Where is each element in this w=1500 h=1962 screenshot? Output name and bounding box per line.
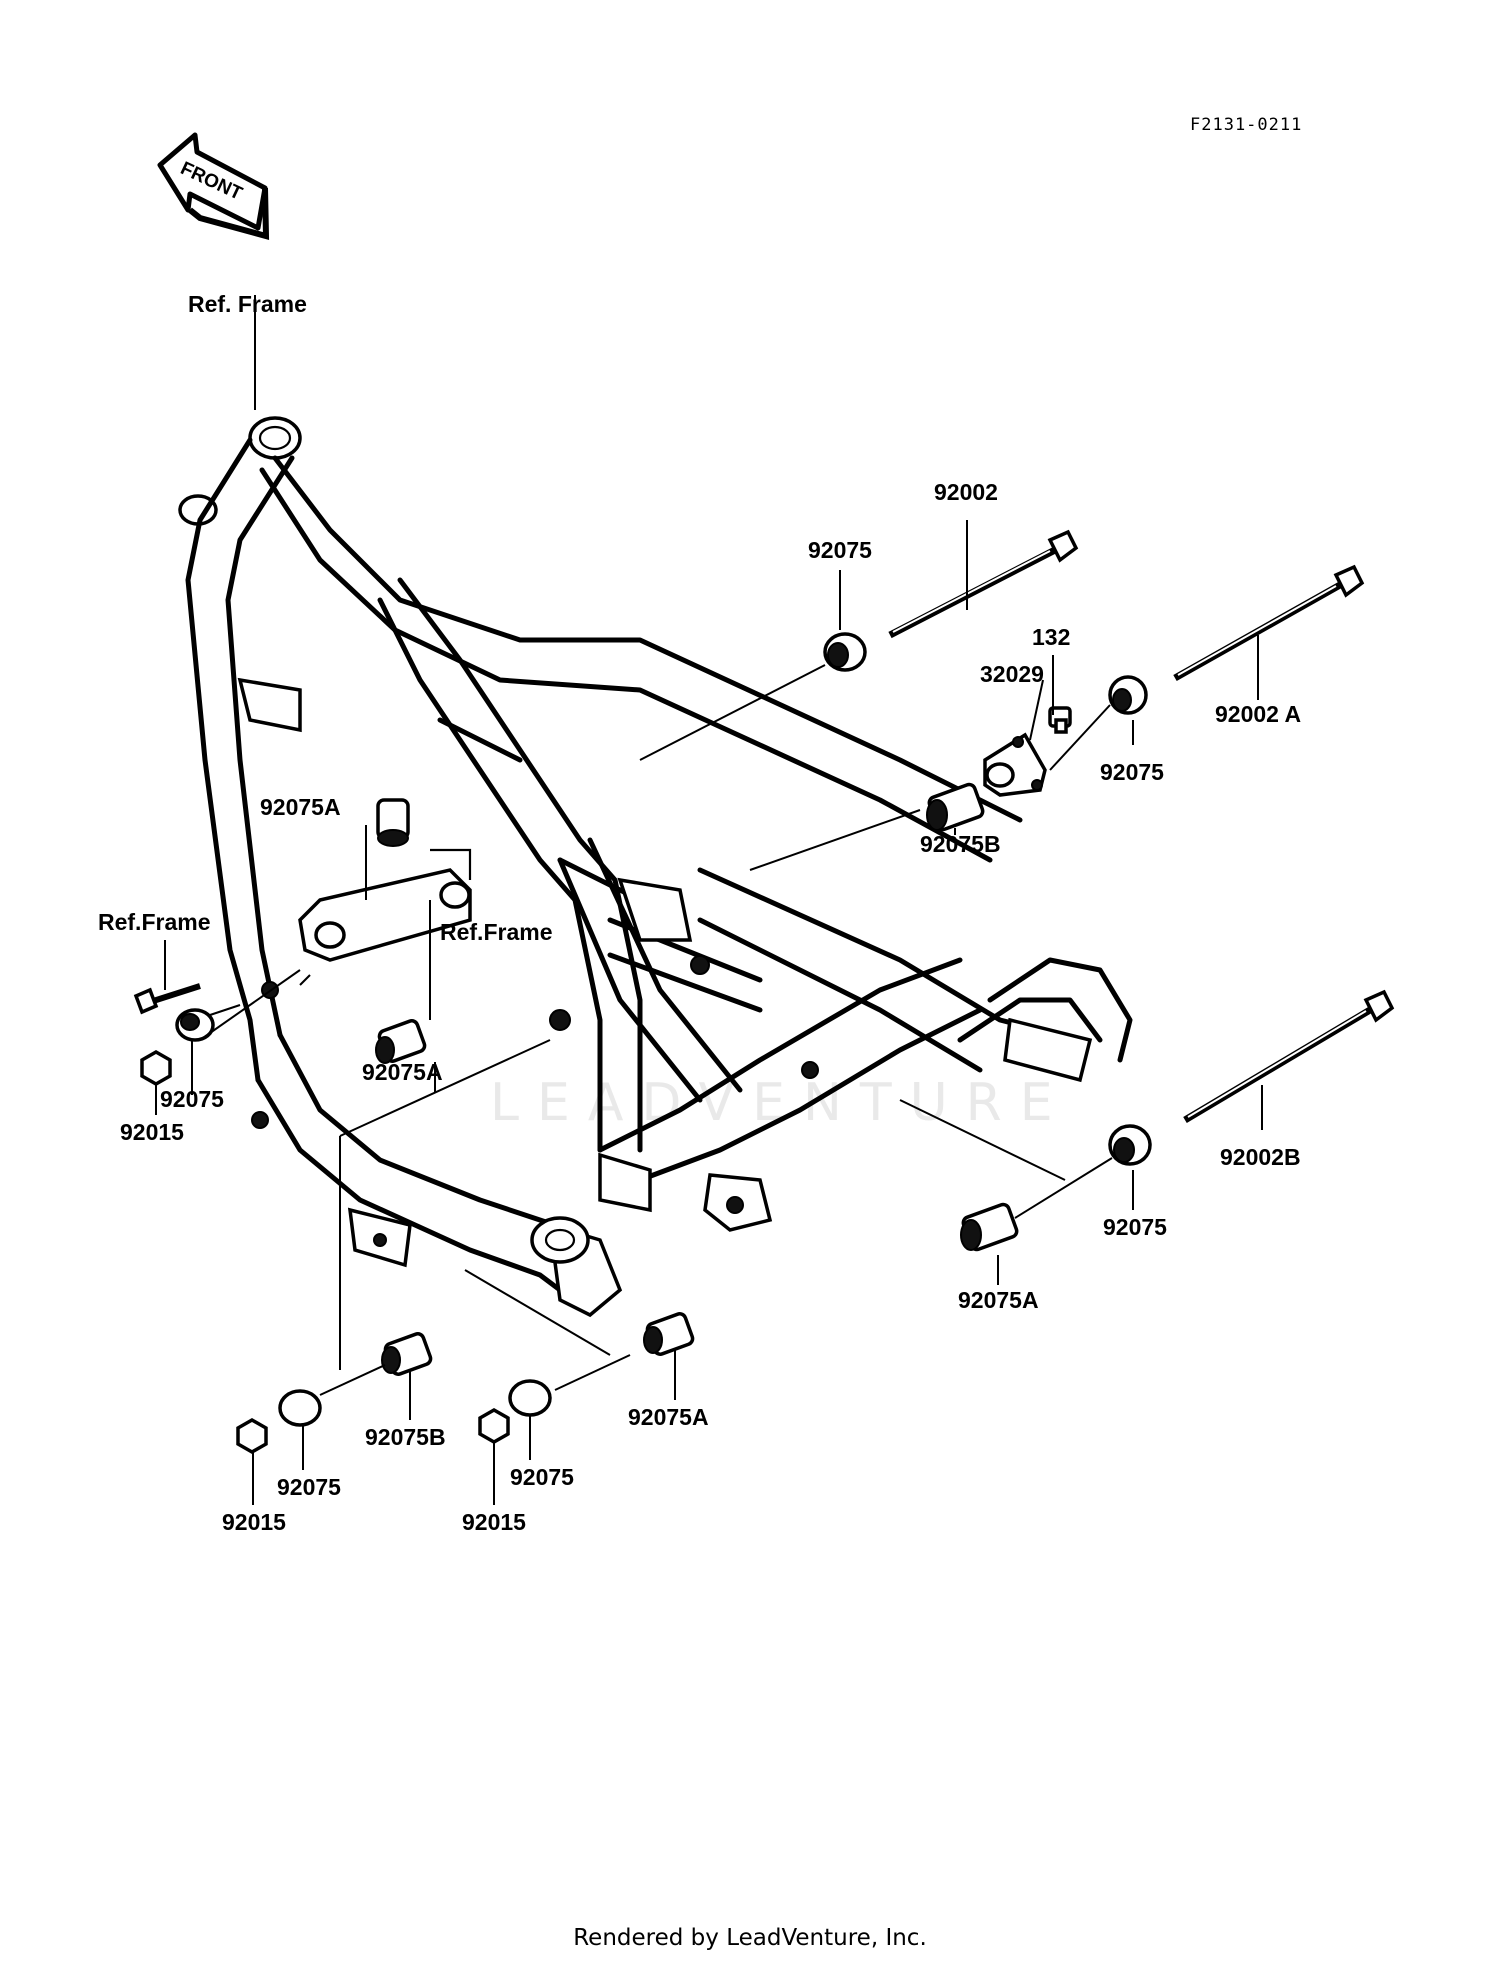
label-92075a-left-top: 92075A	[260, 794, 341, 820]
collar-92075-bottom-left[interactable]	[278, 1389, 322, 1427]
label-32029: 32029	[980, 661, 1044, 687]
nut-92015-bottom-mid[interactable]	[478, 1407, 510, 1445]
label-ref-frame-left: Ref.Frame	[98, 909, 210, 935]
collar-92075-right-mid[interactable]	[1108, 1124, 1152, 1166]
collar-92075-left[interactable]	[175, 1008, 215, 1042]
collar-92075-bottom-mid[interactable]	[508, 1379, 552, 1417]
nut-92015-bottom-left[interactable]	[236, 1417, 268, 1455]
front-arrow-icon: FRONT	[157, 132, 270, 240]
bolt-92002b[interactable]	[1183, 989, 1395, 1124]
bushing-92075b-top[interactable]	[926, 782, 985, 832]
label-92015-bottom-mid: 92015	[462, 1509, 526, 1535]
bushing-92075a-left-mid[interactable]	[375, 1019, 427, 1064]
label-92015-bottom-left: 92015	[222, 1509, 286, 1535]
label-92075a-right: 92075A	[958, 1287, 1039, 1313]
diagram-code: F2131-0211	[1190, 115, 1302, 135]
label-92075-top: 92075	[808, 537, 872, 563]
label-132: 132	[1032, 624, 1070, 650]
bolt-132[interactable]	[1048, 706, 1072, 734]
bolt-left-ref-frame[interactable]	[133, 983, 201, 1015]
leader-lines	[155, 295, 1263, 1505]
label-92075-right-mid: 92075	[1103, 1214, 1167, 1240]
label-92075-bottom-mid: 92075	[510, 1464, 574, 1490]
frame-drawing	[178, 416, 1133, 1318]
bolt-92002a[interactable]	[1173, 564, 1365, 682]
label-92075a-bottom: 92075A	[628, 1404, 709, 1430]
watermark: LEADVENTURE	[490, 1073, 1071, 1133]
label-92075-right-top: 92075	[1100, 759, 1164, 785]
label-92075a-left-mid: 92075A	[362, 1059, 443, 1085]
label-ref-frame-mid: Ref.Frame	[440, 919, 552, 945]
nut-92015-left[interactable]	[140, 1049, 172, 1087]
collar-92075-right-top[interactable]	[1108, 675, 1148, 715]
label-92075-bottom-left: 92075	[277, 1474, 341, 1500]
label-ref-frame-top: Ref. Frame	[188, 291, 307, 317]
label-92075b-bottom: 92075B	[365, 1424, 446, 1450]
collar-92075-top[interactable]	[823, 632, 867, 672]
label-92002b: 92002B	[1220, 1144, 1301, 1170]
bushing-92075a-right[interactable]	[960, 1202, 1019, 1252]
label-92075-left: 92075	[160, 1086, 224, 1112]
label-92075b-top: 92075B	[920, 831, 1001, 857]
label-92002: 92002	[934, 479, 998, 505]
bushing-92075a-left-top[interactable]	[376, 798, 410, 847]
bushing-92075a-bottom[interactable]	[643, 1312, 695, 1356]
bushing-92075b-bottom[interactable]	[381, 1332, 433, 1376]
label-92015-left: 92015	[120, 1119, 184, 1145]
footer-credit: Rendered by LeadVenture, Inc.	[573, 1925, 927, 1951]
bolt-92002[interactable]	[888, 529, 1079, 639]
label-92002a: 92002 A	[1215, 701, 1301, 727]
bracket-32029[interactable]	[983, 732, 1047, 797]
